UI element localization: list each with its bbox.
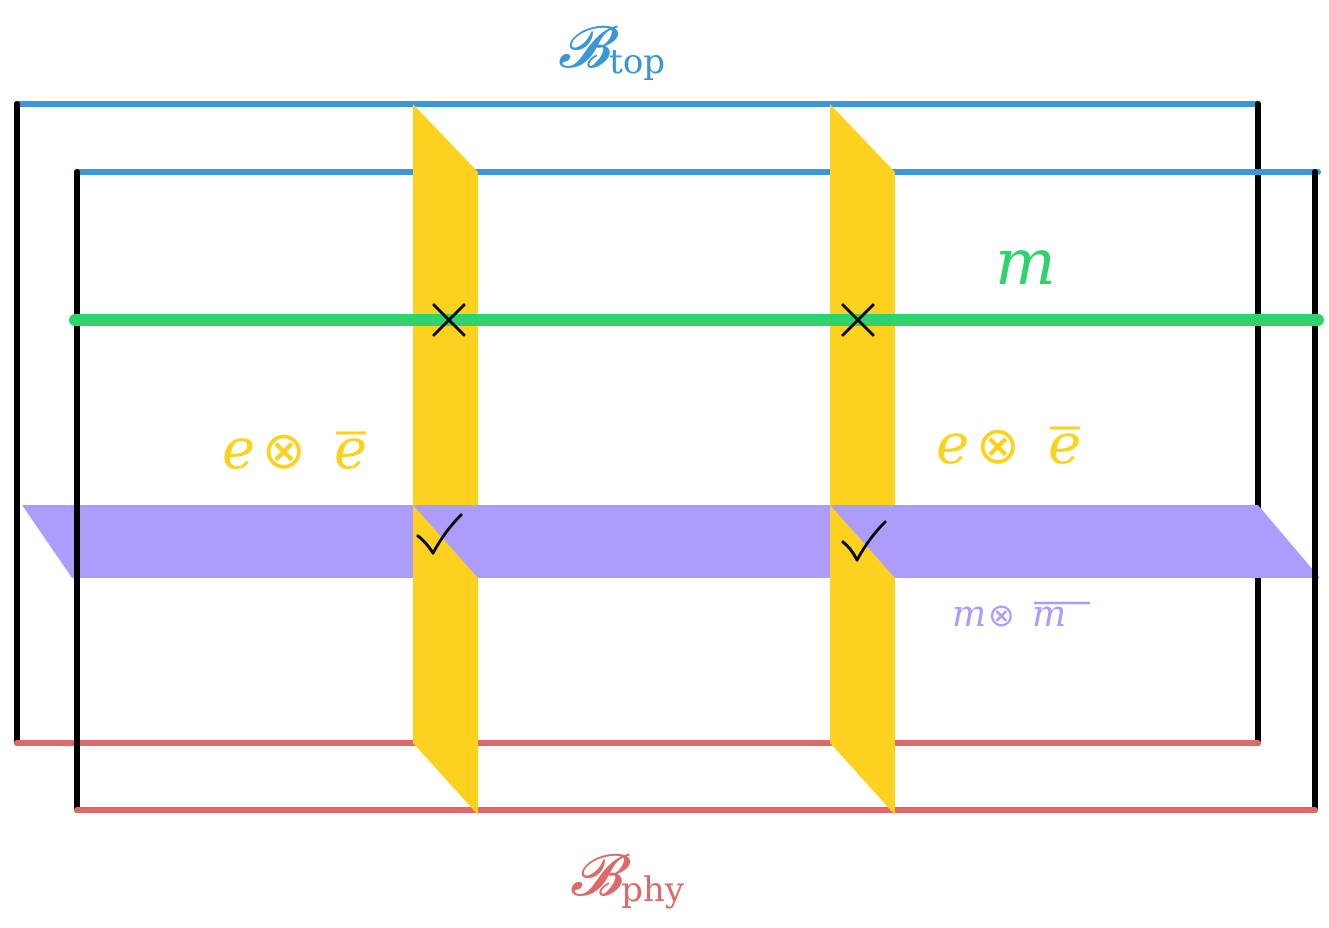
svg-text:e: e [222,417,255,482]
m-mbar-label: m ⊗ m [952,594,1090,635]
x-mark-icon [432,303,466,337]
top-boundary-label: 𝓑top [558,13,665,82]
yellow-wall-right [830,104,895,815]
check-mark-icon [416,513,463,555]
back-frame [14,101,1261,746]
e-ebar-label-right: e ⊗ e [936,412,1081,477]
purple-front-piece-right [830,505,895,578]
svg-text:⊗: ⊗ [988,596,1015,634]
svg-text:m: m [952,594,986,635]
e-ebar-label-left: e ⊗ e [222,417,367,482]
front-frame [74,169,1321,813]
m-label: m [995,226,1056,300]
svg-text:e: e [1048,412,1081,477]
check-mark-icon [841,520,887,562]
x-mark-icon [841,303,875,337]
purple-front-piece-left [413,505,478,578]
phy-boundary-label: 𝓑phy [570,841,685,910]
svg-text:e: e [936,412,969,477]
svg-text:m: m [1032,594,1066,635]
purple-sheet [22,505,1320,578]
yellow-wall-left [413,104,478,815]
svg-text:⊗: ⊗ [262,421,306,481]
svg-text:e: e [334,417,367,482]
svg-text:⊗: ⊗ [976,416,1020,476]
